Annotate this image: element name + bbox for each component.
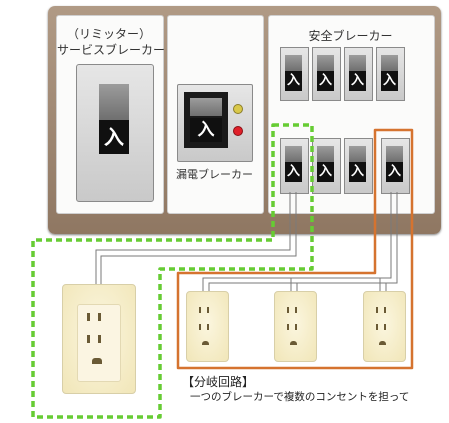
outlet-slot bbox=[207, 307, 209, 313]
outlet-ground bbox=[92, 358, 102, 364]
switch-icon: 入 bbox=[386, 162, 403, 182]
outlet-slot bbox=[287, 307, 289, 313]
service-breaker-label: サービスブレーカー bbox=[56, 43, 165, 57]
outlet-slot bbox=[199, 307, 201, 313]
outlet-ground bbox=[290, 341, 297, 345]
outlet-slot bbox=[207, 324, 209, 330]
outlet-small-3 bbox=[363, 291, 406, 362]
safety-breaker-top-2-switch-top bbox=[317, 55, 334, 71]
switch-icon: 入 bbox=[317, 71, 334, 91]
outlet-slot bbox=[98, 335, 101, 343]
safety-breaker-bottom-3-switch-top bbox=[349, 146, 366, 162]
green-circuit-highlight bbox=[31, 123, 314, 419]
wire-large-outlet-b bbox=[100, 192, 297, 284]
outlet-ground bbox=[202, 341, 209, 345]
wire-branch-b bbox=[208, 192, 398, 291]
outlet-slot bbox=[384, 307, 386, 313]
caption-title: 【分岐回路】 bbox=[182, 375, 255, 389]
safety-breaker-top-4-switch-top bbox=[381, 55, 398, 71]
switch-icon: 入 bbox=[349, 162, 366, 182]
outlet-slot bbox=[376, 307, 378, 313]
outlet-small-1 bbox=[186, 291, 229, 362]
test-button-red[interactable] bbox=[233, 126, 243, 136]
outlet-slot bbox=[376, 324, 378, 330]
service-breaker-switch-top bbox=[99, 84, 129, 120]
outlet-slot bbox=[87, 335, 90, 343]
switch-icon: 入 bbox=[285, 71, 302, 91]
wire-branch-a bbox=[202, 192, 392, 291]
safety-breaker-bottom-1-switch-top bbox=[285, 146, 302, 162]
safety-breaker-top-1-switch-top bbox=[285, 55, 302, 71]
outlet-slot bbox=[98, 313, 101, 321]
orange-circuit-highlight bbox=[176, 128, 414, 370]
safety-breaker-label: 安全ブレーカー bbox=[308, 29, 393, 43]
outlet-ground bbox=[379, 341, 386, 345]
caption-description: 一つのブレーカーで複数のコンセントを担って bbox=[190, 391, 410, 403]
safety-breaker-top-3-switch-top bbox=[349, 55, 366, 71]
test-indicator-yellow bbox=[233, 104, 243, 114]
service-breaker-switch-icon[interactable]: 入 bbox=[99, 120, 129, 154]
wire-large-outlet-a bbox=[95, 192, 291, 284]
earth-leakage-switch-icon[interactable]: 入 bbox=[190, 118, 222, 142]
outlet-slot bbox=[199, 324, 201, 330]
earth-leakage-switch-top bbox=[190, 98, 222, 116]
outlet-slot bbox=[384, 324, 386, 330]
safety-breaker-top-2[interactable] bbox=[312, 47, 341, 101]
outlet-slot bbox=[295, 307, 297, 313]
limiter-label: （リミッター） bbox=[66, 27, 151, 41]
switch-icon: 入 bbox=[349, 71, 366, 91]
switch-icon: 入 bbox=[317, 162, 334, 182]
earth-leakage-label: 漏電ブレーカー bbox=[176, 168, 253, 181]
outlet-slot bbox=[295, 324, 297, 330]
outlet-slot bbox=[287, 324, 289, 330]
outlet-slot bbox=[87, 313, 90, 321]
safety-breaker-bottom-2-switch-top bbox=[317, 146, 334, 162]
switch-icon: 入 bbox=[381, 71, 398, 91]
safety-breaker-bottom-4-switch-top bbox=[386, 146, 403, 162]
switch-icon: 入 bbox=[285, 162, 302, 182]
